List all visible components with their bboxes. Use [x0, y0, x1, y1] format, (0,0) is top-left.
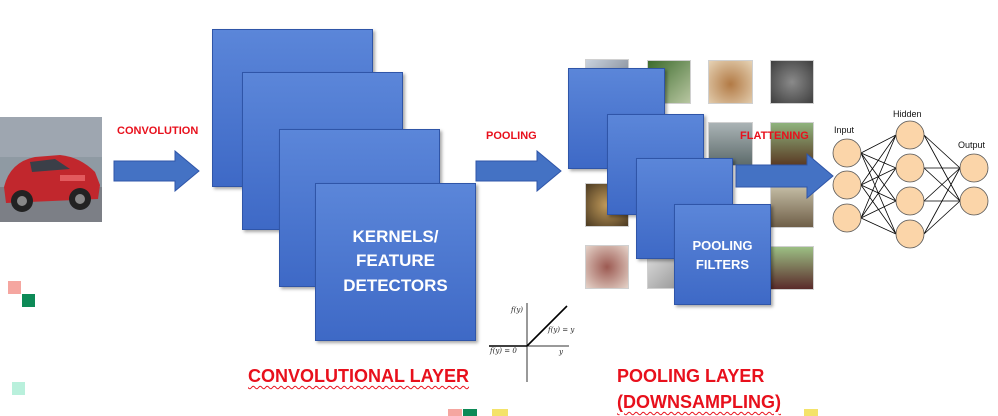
relu-graph: f(y) f(y) = y f(y) = 0 y	[489, 303, 575, 382]
nn-connection	[860, 134, 897, 154]
nn-input-node	[832, 170, 862, 200]
thumbnail-image	[770, 246, 814, 290]
decor-square	[22, 294, 35, 307]
decor-square	[463, 409, 477, 416]
nn-connection	[923, 200, 961, 235]
kernels-line-1: KERNELS/	[352, 227, 439, 246]
nn-connection	[923, 167, 961, 235]
nn-output-node	[959, 153, 989, 183]
nn-connection	[860, 134, 897, 219]
decor-square	[448, 409, 462, 416]
pooling-filters-line-1: POOLING	[692, 238, 753, 253]
pooling-layer-title: POOLING LAYER	[617, 366, 765, 386]
flattening-label: FLATTENING	[740, 130, 809, 142]
nn-hidden-node	[895, 153, 925, 183]
input-car-image	[0, 117, 102, 222]
nn-connection	[923, 167, 961, 202]
relu-fy-eq-0: f(y) = 0	[489, 347, 517, 355]
nn-hidden-node	[895, 219, 925, 249]
nn-hidden-node	[895, 120, 925, 150]
nn-input-node	[832, 138, 862, 168]
thumbnail-image	[708, 60, 753, 104]
pooling-filters-line-2: FILTERS	[695, 257, 750, 273]
nn-connection	[860, 134, 897, 186]
nn-hidden-label: Hidden	[893, 109, 922, 119]
pooling-filters-text: POOLING FILTERS	[674, 238, 771, 274]
kernels-line-3: DETECTORS	[343, 275, 448, 295]
nn-output-node	[959, 186, 989, 216]
nn-connection	[923, 134, 961, 169]
kernels-line-2: FEATURE	[355, 251, 435, 271]
thumbnail-image	[770, 122, 814, 166]
thumbnail-image	[770, 60, 814, 104]
neural-network	[832, 120, 989, 249]
pooling-box-4	[674, 204, 771, 305]
nn-hidden-node	[895, 186, 925, 216]
convolutional-layer-title: CONVOLUTIONAL LAYER	[248, 366, 470, 386]
nn-connection	[860, 167, 897, 219]
nn-connection	[860, 217, 897, 235]
kernels-text: KERNELS/ FEATURE DETECTORS	[315, 226, 476, 296]
decor-square	[804, 409, 818, 416]
pooling-arrow	[475, 150, 562, 192]
decor-square	[8, 281, 21, 294]
downsampling-title: (DOWNSAMPLING)	[617, 392, 781, 412]
thumbnail-image	[585, 245, 629, 289]
nn-connection	[860, 200, 897, 219]
decor-square	[492, 409, 508, 416]
relu-fy-label: f(y)	[510, 306, 523, 314]
kernel-box-4	[315, 183, 476, 341]
relu-fy-eq-y: f(y) = y	[547, 326, 575, 334]
convolution-arrow	[113, 150, 200, 192]
nn-output-label: Output	[958, 140, 986, 150]
convolution-label: CONVOLUTION	[117, 125, 199, 137]
flattening-arrow	[735, 153, 834, 199]
nn-input-node	[832, 203, 862, 233]
decor-square	[12, 382, 25, 395]
relu-y-label: y	[558, 348, 564, 356]
nn-input-label: Input	[834, 125, 855, 135]
pooling-label: POOLING	[486, 130, 537, 142]
